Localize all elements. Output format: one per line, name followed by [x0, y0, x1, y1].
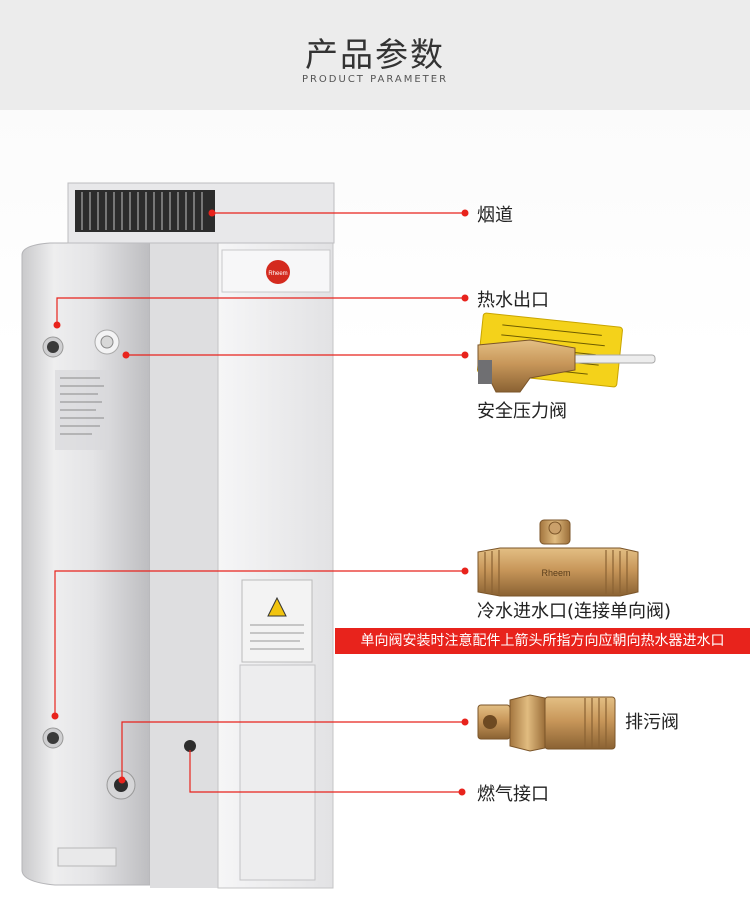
- access-panel: [239, 664, 316, 881]
- leader-drain: [118, 718, 469, 784]
- rating-plate: [57, 847, 117, 867]
- leader-hot-water: [53, 294, 469, 329]
- check-valve-icon: [477, 519, 639, 597]
- safety-valve-port: [100, 335, 114, 349]
- safety-valve-icon: [477, 312, 656, 393]
- label-flue: 烟道: [477, 205, 513, 226]
- label-safety-valve: 安全压力阀: [477, 401, 567, 422]
- label-drain-valve: 排污阀: [625, 712, 679, 733]
- fitting-stamp-text: Rheem: [541, 568, 570, 578]
- leader-safety-valve: [122, 351, 469, 359]
- page-subtitle: PRODUCT PARAMETER: [301, 74, 449, 85]
- heater-ports: [42, 329, 196, 800]
- label-cold-water-inlet: 冷水进水口(连接单向阀): [477, 601, 672, 622]
- brand-logo-icon: [266, 260, 290, 284]
- page-title: 产品参数: [305, 35, 445, 74]
- gas-port: [184, 740, 196, 752]
- leader-gas: [189, 750, 466, 796]
- label-hot-water-outlet: 热水出口: [477, 290, 549, 311]
- warning-triangle-icon: [267, 596, 287, 617]
- heater-cabinet: [150, 242, 334, 889]
- hot-water-port: [47, 341, 59, 353]
- drain-valve-icon: [477, 694, 616, 752]
- label-gas-inlet: 燃气接口: [477, 784, 549, 805]
- heater-cylinder: [21, 242, 151, 886]
- check-valve-notice: 单向阀安装时注意配件上箭头所指方向应朝向热水器进水口: [335, 628, 750, 654]
- brand-logo-text: Rheem: [268, 271, 287, 277]
- cold-water-port: [47, 732, 59, 744]
- leader-flue: [208, 209, 469, 217]
- leader-cold-water: [51, 567, 469, 720]
- header-banner: [0, 0, 750, 110]
- warning-sticker: [241, 579, 313, 663]
